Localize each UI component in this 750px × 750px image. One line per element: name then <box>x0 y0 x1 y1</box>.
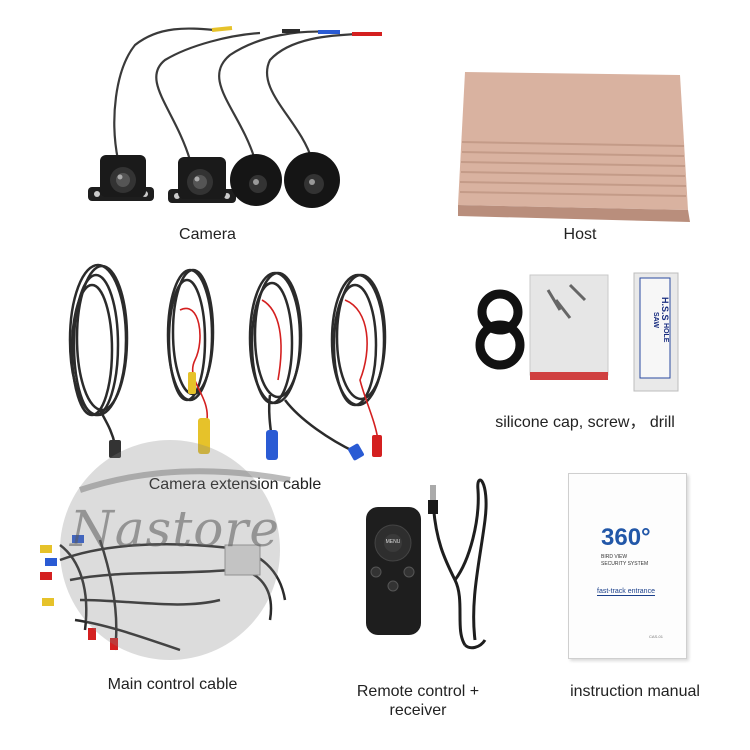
manual-line2: SECURITY SYSTEM <box>601 561 649 567</box>
manual-line1: BIRD VIEW <box>601 554 628 560</box>
watermark-text: Nastore <box>70 500 280 558</box>
drill-box-sub: HOLE SAW <box>652 312 669 343</box>
manual-line3: fast-track entrance <box>597 588 655 596</box>
drill-box-brand: H.S.S <box>660 297 670 321</box>
remote-caption-line1: Remote control + <box>356 683 480 700</box>
remote-caption-line2: receiver <box>389 702 447 719</box>
camera-caption: Camera <box>179 226 236 243</box>
drill-box-label: H.S.S HOLE SAW <box>640 290 670 350</box>
manual-number: 360° <box>601 524 651 551</box>
manual-footer: CAS-01 <box>649 634 664 639</box>
remote-menu-label: MENU <box>385 539 401 545</box>
manual-booklet: 360° BIRD VIEW SECURITY SYSTEM fast-trac… <box>568 473 687 659</box>
accessories-caption: silicone cap, screw， drill <box>495 414 675 431</box>
host-caption: Host <box>563 226 597 243</box>
main-cable-caption: Main control cable <box>107 676 238 693</box>
manual-caption: instruction manual <box>570 683 700 700</box>
